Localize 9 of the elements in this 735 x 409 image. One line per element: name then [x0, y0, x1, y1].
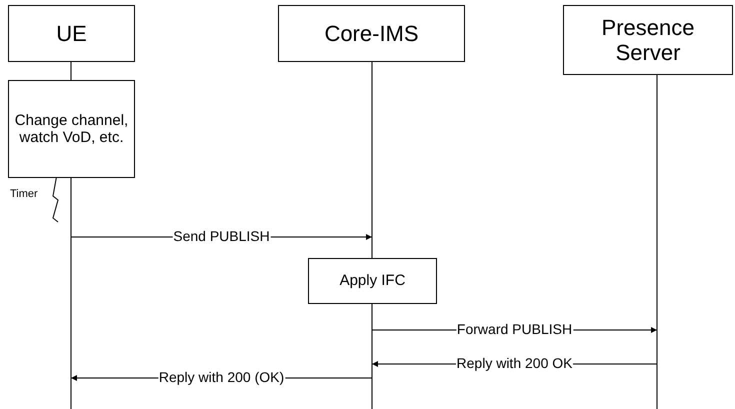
message-label: Reply with 200 OK: [456, 355, 574, 372]
message-label: Forward PUBLISH: [456, 321, 574, 338]
message-label: Reply with 200 (OK): [158, 369, 286, 386]
lifeline: [70, 62, 72, 80]
timer-label: Timer: [10, 188, 38, 200]
participant-box: Core-IMS: [278, 5, 465, 62]
message-label: Send PUBLISH: [172, 228, 271, 244]
participant-box: Presence Server: [563, 5, 733, 75]
participant-box: UE: [8, 5, 135, 62]
